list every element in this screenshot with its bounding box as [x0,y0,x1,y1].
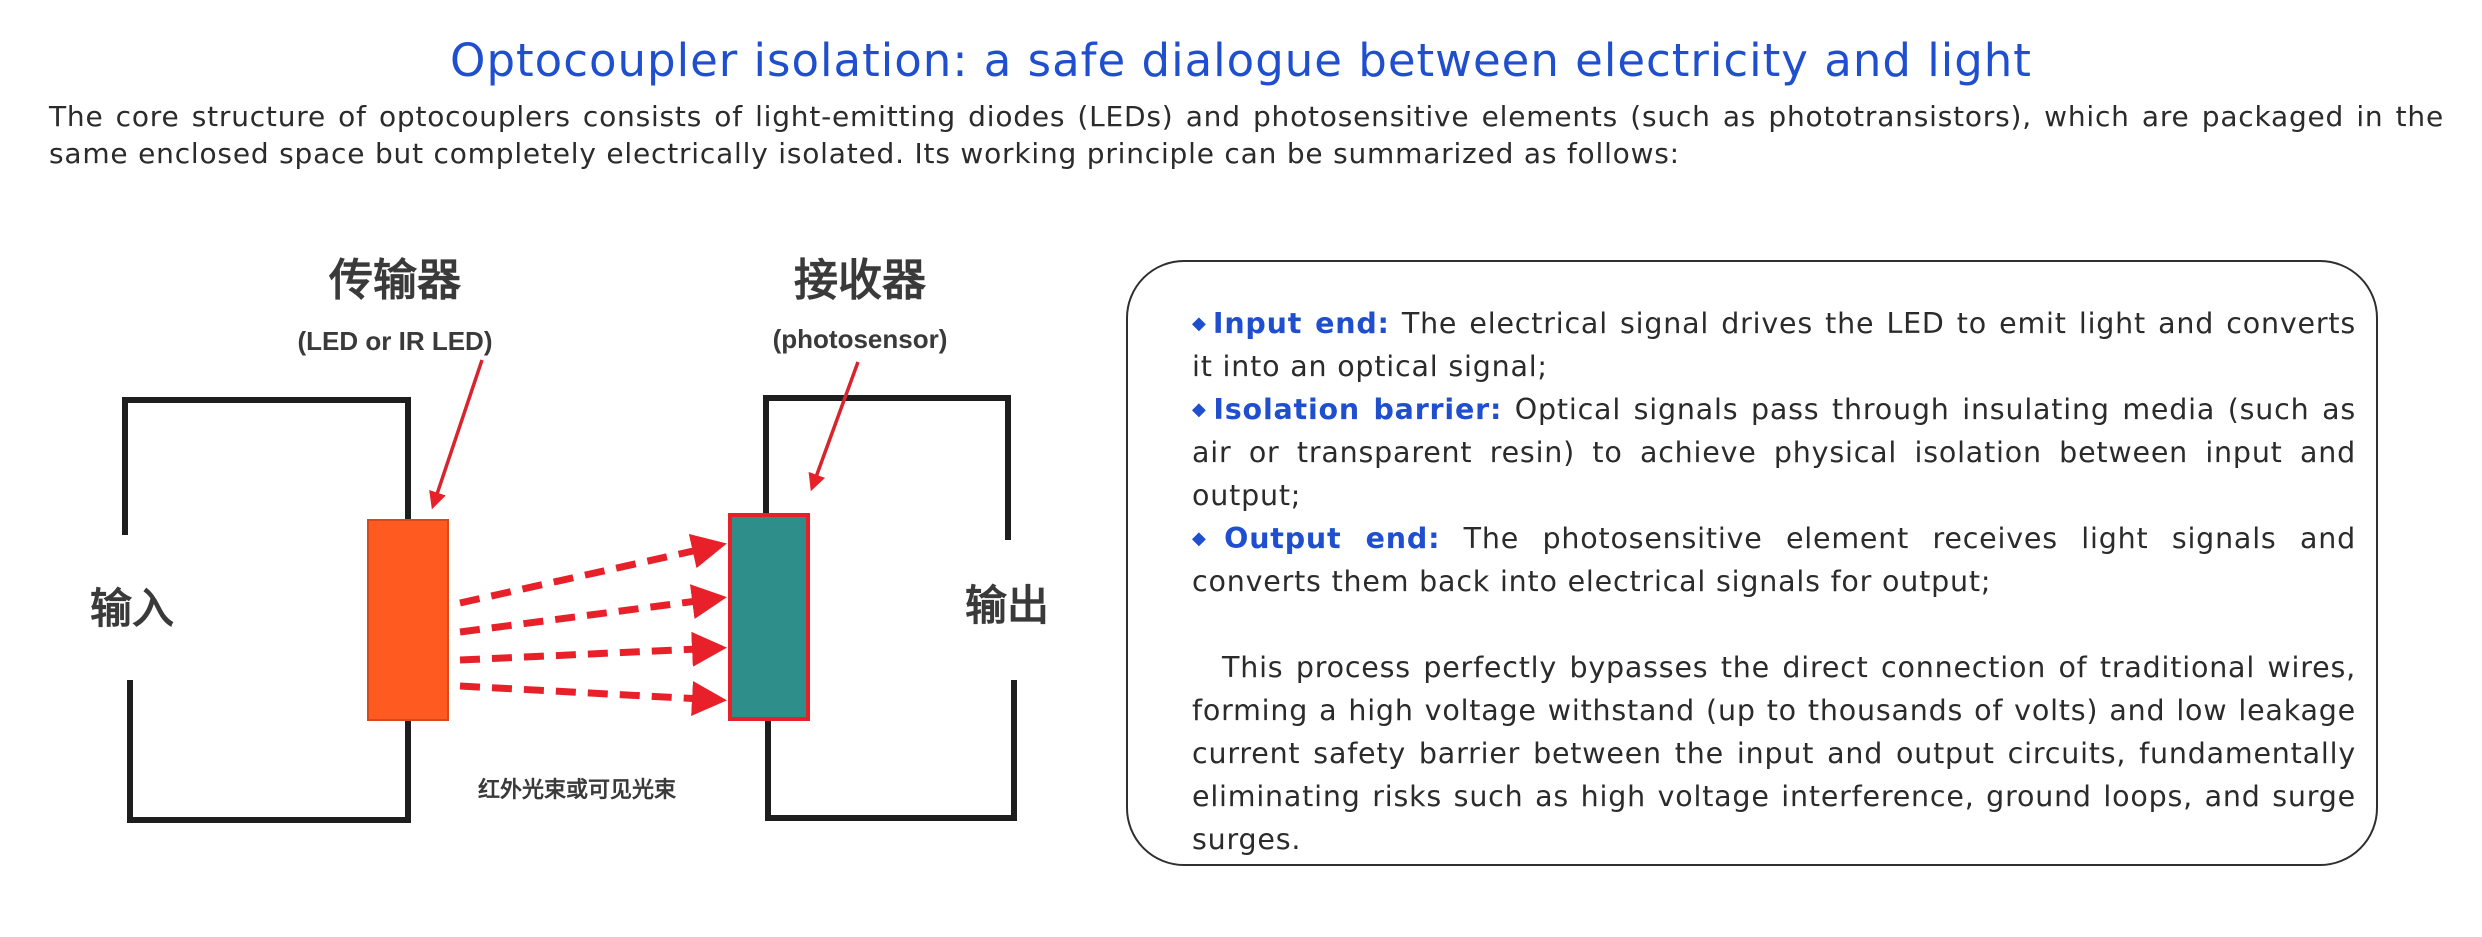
receiver-label: 接收器 [794,255,927,306]
light-beam [459,681,727,716]
optocoupler-diagram: 传输器 (LED or IR LED) 接收器 (photosensor) 输入… [90,255,1049,823]
receiver-sublabel: (photosensor) [773,324,948,354]
input-label: 输入 [90,584,174,633]
point-text: The electrical signal drives the LED to … [1192,307,2356,383]
light-beam [459,631,727,667]
diamond-bullet-icon: ◆ [1192,313,1209,334]
output-circuit-wire [763,395,1017,821]
point-output-end: ◆Output end: The photosensitive element … [1192,517,2356,603]
diamond-bullet-icon: ◆ [1192,399,1210,420]
point-term: Isolation barrier: [1213,393,1503,426]
intro-paragraph: The core structure of optocouplers consi… [49,100,2444,170]
point-text: Optical signals pass through insulating … [1192,393,2356,512]
photosensor [728,513,810,721]
diamond-bullet-icon: ◆ [1192,528,1221,549]
summary-paragraph: This process perfectly bypasses the dire… [1192,651,2356,856]
transmitter-label: 传输器 [328,255,462,306]
transmitter-pointer [429,359,484,510]
led-emitter [367,519,449,721]
light-beam [459,534,727,607]
beam-caption: 红外光束或可见光束 [478,777,677,803]
light-beam [459,584,727,636]
principle-text: ◆Input end: The electrical signal drives… [1192,302,2356,861]
page-title: Optocoupler isolation: a safe dialogue b… [450,34,2032,87]
point-term: Input end: [1212,307,1390,340]
receiver-pointer [808,361,860,492]
point-input-end: ◆Input end: The electrical signal drives… [1192,302,2356,388]
point-term: Output end: [1224,522,1441,555]
output-label: 输出 [965,581,1049,630]
point-isolation-barrier: ◆Isolation barrier: Optical signals pass… [1192,388,2356,517]
input-circuit-wire [122,397,411,823]
transmitter-sublabel: (LED or IR LED) [298,326,493,356]
light-beams [459,534,727,716]
point-text: The photosensitive element receives ligh… [1192,522,2356,598]
principle-box: ◆Input end: The electrical signal drives… [1126,260,2378,866]
